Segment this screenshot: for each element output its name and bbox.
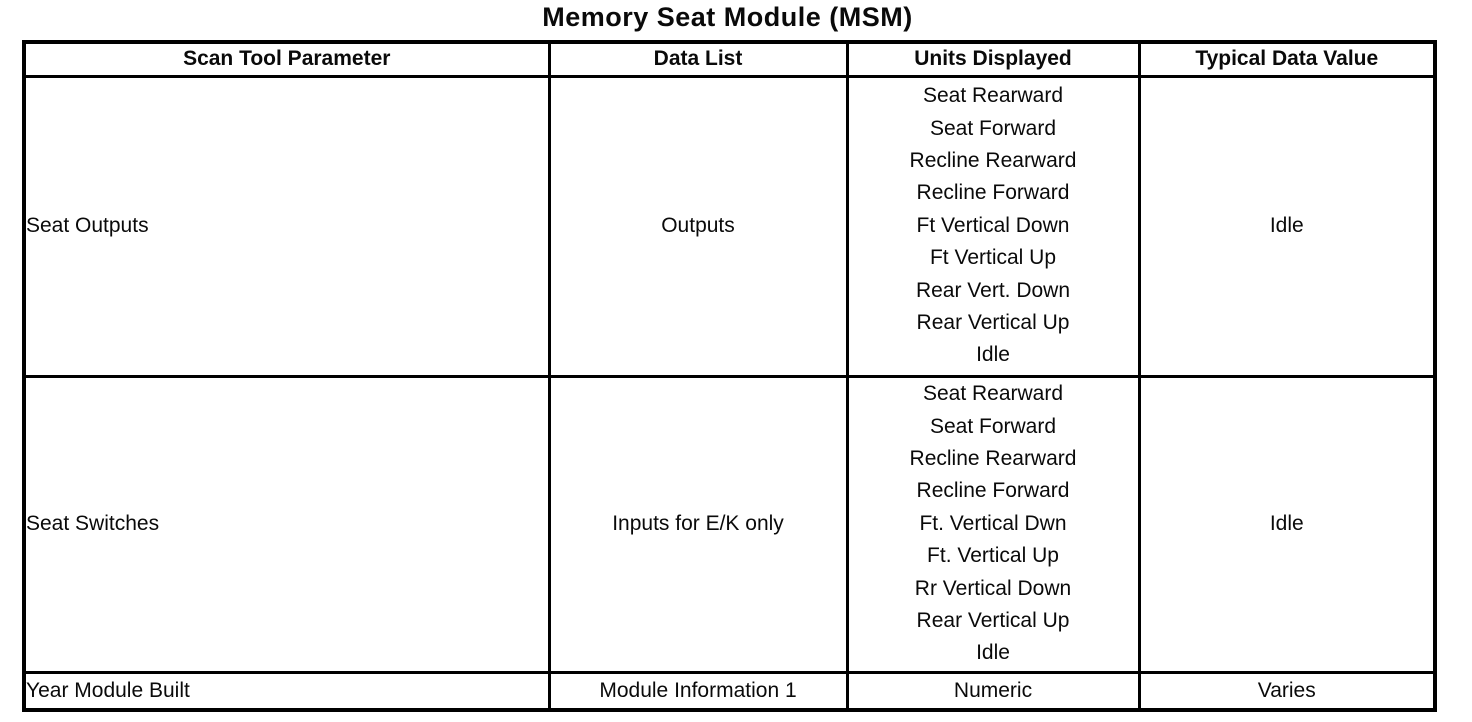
page-title: Memory Seat Module (MSM) xyxy=(542,2,913,32)
unit-line: Rear Vertical Up xyxy=(916,311,1070,335)
unit-line: Ft Vertical Up xyxy=(929,246,1057,270)
unit-line: Rear Vert. Down xyxy=(915,278,1071,302)
unit-line: Recline Forward xyxy=(916,181,1070,205)
cell-typical-value: Idle xyxy=(1137,74,1437,378)
cell-data-list: Outputs xyxy=(547,74,849,378)
unit-line: Ft. Vertical Up xyxy=(927,544,1059,568)
unit-line: Numeric xyxy=(953,678,1033,702)
cell-parameter: Year Module Built xyxy=(22,670,551,712)
unit-line: Seat Rearward xyxy=(922,382,1064,406)
unit-line: Ft. Vertical Dwn xyxy=(919,511,1067,535)
unit-line: Recline Forward xyxy=(916,479,1070,503)
table-row-seat-outputs: Seat Outputs Outputs Seat Rearward Seat … xyxy=(22,74,1437,378)
table-row-year-module-built: Year Module Built Module Information 1 N… xyxy=(22,670,1437,712)
unit-line: Idle xyxy=(976,343,1010,367)
cell-units: Numeric xyxy=(845,670,1141,712)
cell-typical-value: Idle xyxy=(1137,374,1437,674)
unit-line: Seat Forward xyxy=(929,414,1057,438)
unit-line: Recline Rearward xyxy=(909,446,1077,470)
column-header-units-displayed: Units Displayed xyxy=(845,40,1141,78)
unit-line: Rear Vertical Up xyxy=(916,609,1070,633)
unit-line: Rr Vertical Down xyxy=(914,576,1072,600)
cell-data-list: Inputs for E/K only xyxy=(547,374,849,674)
cell-data-list: Module Information 1 xyxy=(547,670,849,712)
unit-line: Recline Rearward xyxy=(909,148,1077,172)
unit-line: Idle xyxy=(976,641,1010,665)
cell-typical-value: Varies xyxy=(1137,670,1437,712)
column-header-scan-tool-parameter: Scan Tool Parameter xyxy=(22,40,551,78)
cell-parameter: Seat Outputs xyxy=(22,74,551,378)
cell-units: Seat Rearward Seat Forward Recline Rearw… xyxy=(845,374,1141,674)
unit-line: Seat Forward xyxy=(929,116,1057,140)
msm-table: Scan Tool Parameter Data List Units Disp… xyxy=(22,40,1437,712)
cell-parameter: Seat Switches xyxy=(22,374,551,674)
unit-line: Ft Vertical Down xyxy=(916,213,1070,237)
unit-line: Seat Rearward xyxy=(922,84,1064,108)
cell-units: Seat Rearward Seat Forward Recline Rearw… xyxy=(845,74,1141,378)
table-row-seat-switches: Seat Switches Inputs for E/K only Seat R… xyxy=(22,374,1437,674)
column-header-data-list: Data List xyxy=(547,40,849,78)
column-header-typical-data-value: Typical Data Value xyxy=(1137,40,1437,78)
header-row: Scan Tool Parameter Data List Units Disp… xyxy=(22,40,1437,78)
